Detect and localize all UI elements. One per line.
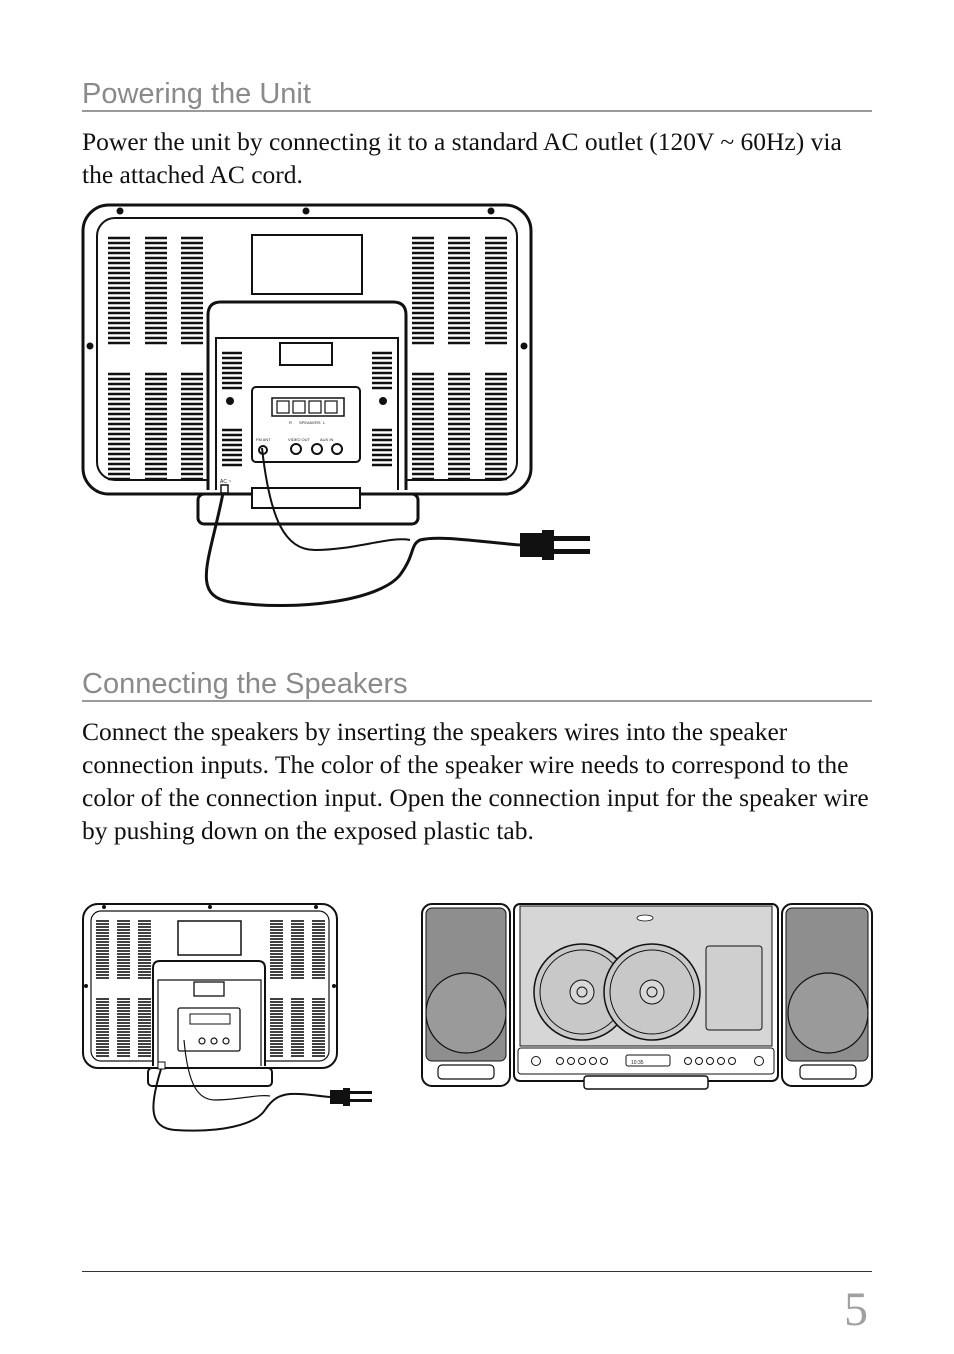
display-time: 10:35: [631, 1060, 644, 1066]
ac-label: AC ~: [220, 479, 231, 485]
aux-in-label: AUX IN: [320, 437, 333, 442]
svg-text:R: R: [289, 420, 292, 425]
fm-ant-label: FM ANT: [256, 437, 271, 442]
page-number: 5: [844, 1283, 868, 1336]
footer-rule: [82, 1271, 872, 1272]
unit-back-small-illustration: [82, 903, 372, 1132]
system-front-with-speakers-illustration: 10:35: [421, 903, 873, 1090]
svg-text:L: L: [323, 420, 326, 425]
unit-back-ac-cord-illustration: R SPEAKERS L FM ANT VIDEO OUT AUX IN AC …: [81, 203, 590, 607]
video-out-label: VIDEO OUT: [288, 437, 311, 442]
speakers-label: SPEAKERS: [299, 420, 321, 425]
section-text-speakers: Connect the speakers by inserting the sp…: [82, 717, 869, 845]
section-heading-powering: Powering the Unit: [82, 78, 872, 112]
section-heading-speakers: Connecting the Speakers: [82, 668, 872, 702]
section-text-powering: Power the unit by connecting it to a sta…: [82, 127, 842, 189]
